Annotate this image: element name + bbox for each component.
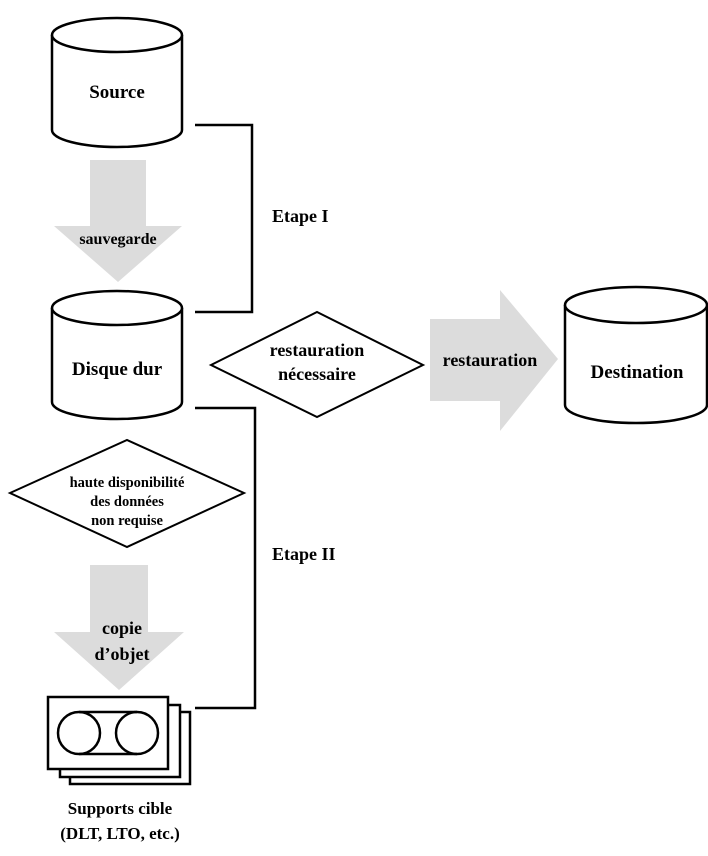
restore-needed-decision: restauration nécessaire: [208, 310, 426, 419]
high-availability-line1: haute disponibilité: [70, 475, 185, 491]
backup-arrow: sauvegarde: [54, 160, 182, 282]
restore-arrow-label: restauration: [443, 350, 538, 370]
tape-media-icon: [46, 695, 192, 786]
object-copy-line1: copie: [102, 618, 142, 638]
disk-label: Disque dur: [72, 359, 163, 380]
backup-arrow-shape: [54, 160, 182, 282]
stage1-bracket: Etape I: [195, 123, 329, 314]
stage2-label: Etape II: [272, 544, 336, 564]
restore-arrow-shape: [430, 290, 558, 431]
destination-label: Destination: [591, 362, 684, 383]
source-label: Source: [89, 82, 145, 103]
backup-arrow-label: sauvegarde: [79, 231, 156, 248]
disk-cylinder: Disque dur: [50, 289, 184, 421]
object-copy-line2: d’objet: [95, 644, 150, 664]
restore-needed-line2: nécessaire: [278, 364, 356, 384]
high-availability-line3: non requise: [91, 513, 163, 529]
source-cylinder: Source: [50, 16, 184, 149]
object-copy-arrow: copie d’objet: [54, 565, 184, 690]
restore-needed-line1: restauration: [270, 340, 365, 360]
high-availability-line2: des données: [90, 494, 164, 510]
object-copy-arrow-shape: [54, 565, 184, 690]
destination-cylinder: Destination: [563, 285, 708, 425]
tape-reel-right-icon: [114, 710, 160, 756]
media-label-line1: Supports cible: [68, 799, 173, 818]
high-availability-decision: haute disponibilité des données non requ…: [7, 438, 247, 549]
restore-arrow: restauration: [430, 290, 558, 431]
stage1-label: Etape I: [272, 206, 329, 226]
tape-reel-left-icon: [56, 710, 102, 756]
stage2-bracket: Etape II: [195, 406, 336, 710]
media-label-line2: (DLT, LTO, etc.): [60, 824, 180, 843]
